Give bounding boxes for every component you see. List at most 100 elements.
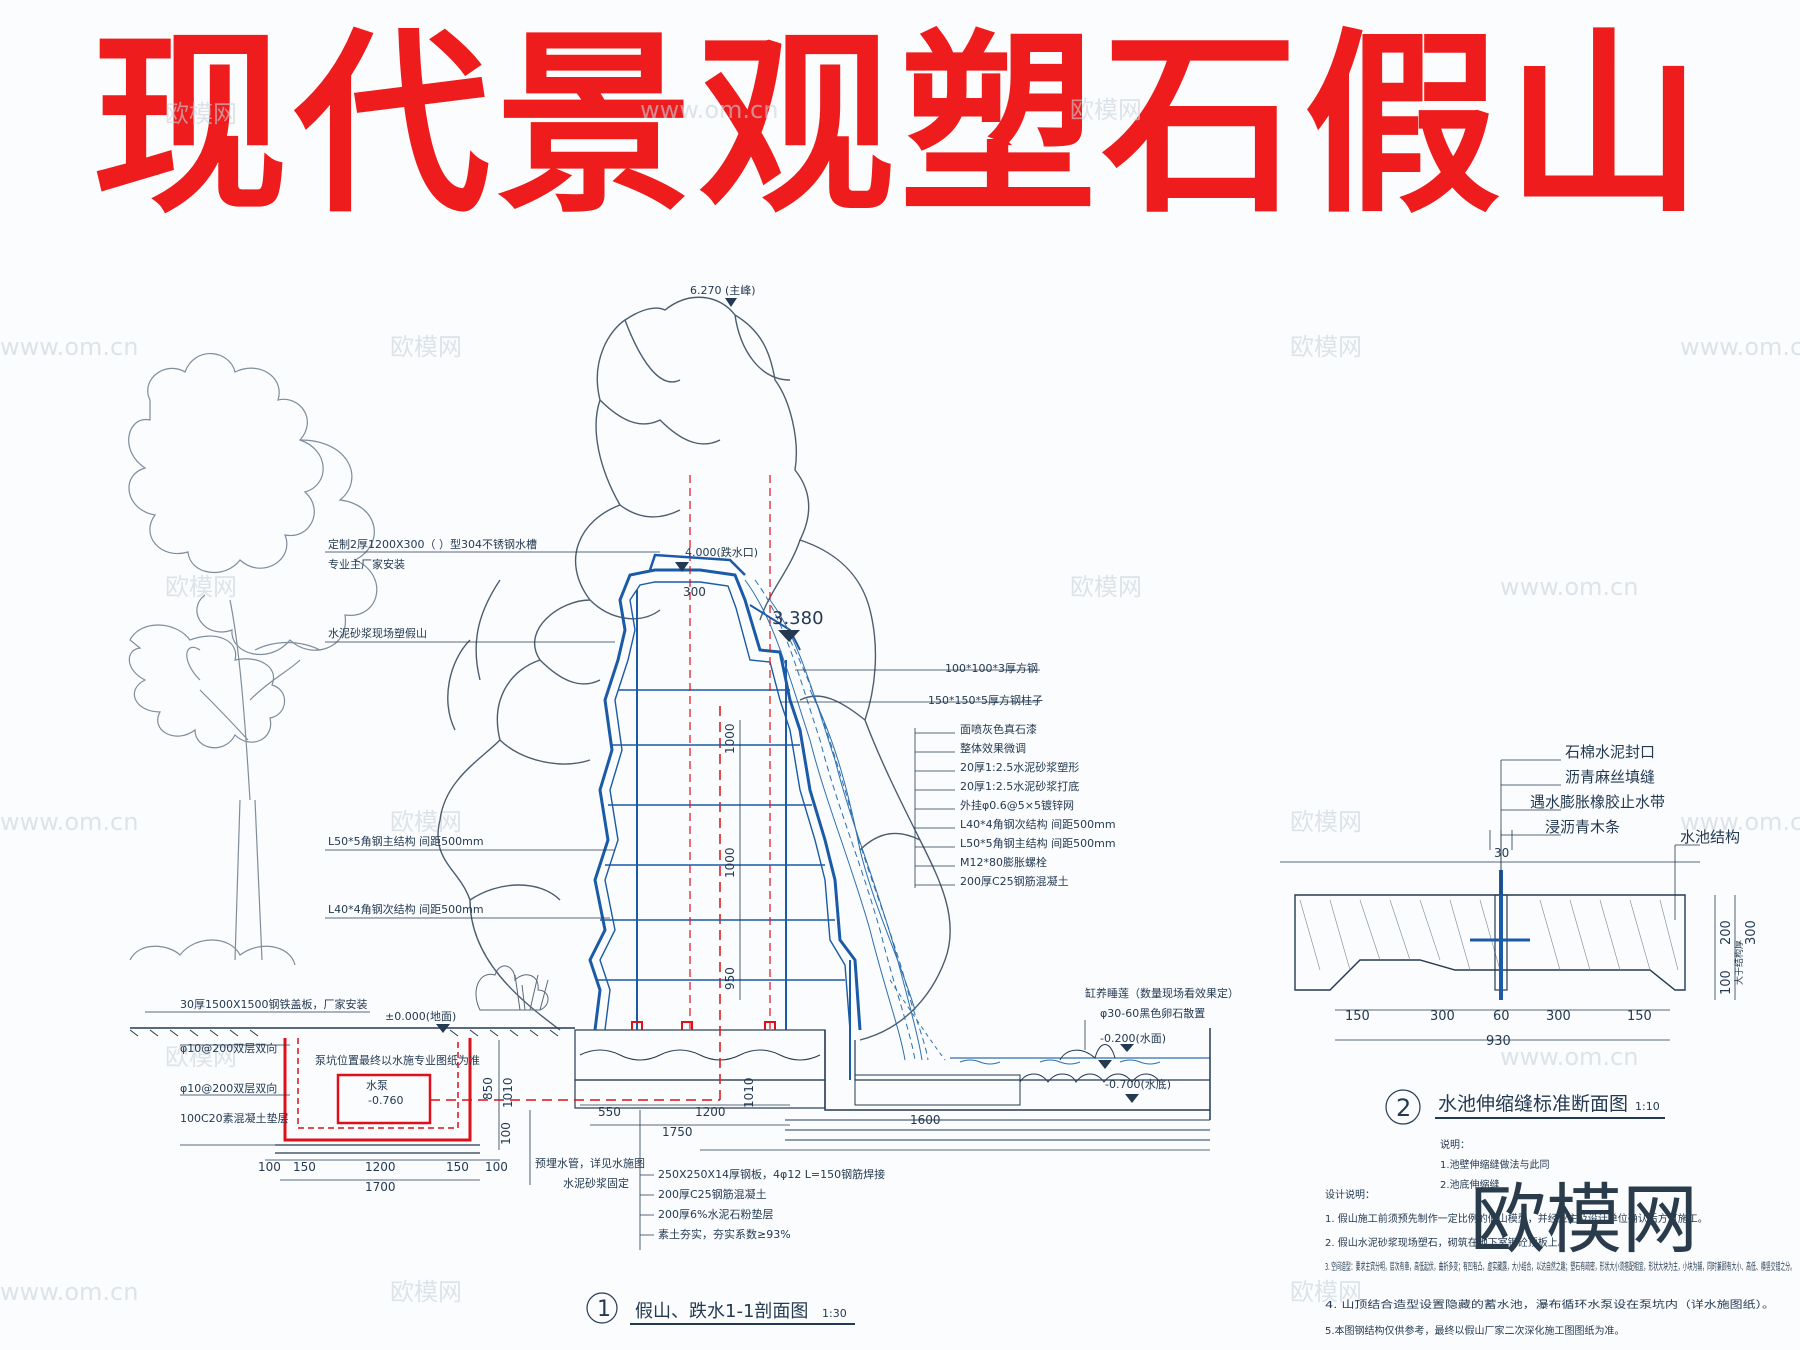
rockery-outline (437, 296, 951, 1041)
section1-dimensions: 1000 1000 950 850 1010 1010 100 300 550 … (258, 585, 941, 1194)
pump-pit (275, 700, 721, 1154)
watermark: www.om.cn (1500, 1043, 1638, 1071)
steel-frame (588, 475, 862, 1080)
dim-vertical: 1010 (742, 1077, 756, 1108)
design-note: 4. 山顶结合造型设置隐藏的蓄水池，瀑布循环水泵设在泵坑内（详水施图纸）。 (1325, 1298, 1775, 1311)
elevation-outlet: 4.000(跌水口) (685, 545, 758, 559)
caption-title: 水池伸缩缝标准断面图 (1438, 1093, 1628, 1115)
label-cover-plate: 30厚1500X1500钢铁盖板，厂家安装 (180, 997, 368, 1011)
label-square-steel: 100*100*3厚方钢 (945, 661, 1038, 675)
note-item: 2.池底伸缩缝 (1440, 1178, 1500, 1191)
dim-total: 930 (1486, 1034, 1511, 1049)
design-notes-heading: 设计说明： (1325, 1188, 1375, 1201)
label-water-lily: 缸养睡莲（数量现场看效果定） (1085, 986, 1239, 1000)
bottom-label: 250X250X14厚钢板，4φ12 L=150钢筋焊接 (658, 1167, 885, 1181)
layer-label: M12*80膨胀螺栓 (960, 855, 1047, 869)
dim-horizontal: 1750 (662, 1125, 693, 1139)
elevation-markers (436, 298, 1139, 1103)
layer-label: 20厚1:2.5水泥砂浆塑形 (960, 760, 1079, 774)
dim-horizontal: 1700 (365, 1180, 396, 1194)
dim-horizontal: 100 (258, 1160, 281, 1174)
elevation-bottom: -0.700(水底) (1105, 1077, 1171, 1091)
dim-horizontal: 1600 (910, 1113, 941, 1127)
label-mortar-fix: 水泥砂浆固定 (563, 1176, 629, 1190)
watermark: 欧模网 (1070, 573, 1142, 601)
design-note: 3. 空间造型：要求主宾分明，层次有章，高低起伏，曲折多变；有凹有凸，虚实藏露，… (1325, 1260, 1795, 1273)
elevation-pump: -0.760 (368, 1094, 403, 1107)
label-pump: 水泵 (366, 1079, 388, 1092)
caption-scale: 1:30 (822, 1307, 847, 1320)
dim-vertical: 850 (481, 1077, 495, 1100)
section1-dim-lines (265, 720, 1210, 1181)
right-note: 大于结构厚 (1733, 940, 1745, 985)
section1-pit-labels: 泵坑位置最终以水施专业图纸为准 水泵 预埋水管，详见水施图 水泥砂浆固定 250… (315, 1053, 885, 1241)
label-steel-trough: 定制2厚1200X300（ ）型304不锈钢水槽 (328, 537, 537, 551)
dim-right: 100 (1719, 970, 1734, 995)
section2-detail (1280, 759, 1736, 1041)
watermark: 欧模网 (1070, 96, 1142, 124)
caption-scale: 1:10 (1635, 1100, 1660, 1113)
dim-vertical: 1000 (723, 847, 737, 878)
dim-bottom: 150 (1627, 1009, 1652, 1024)
label-filler: 沥青麻丝填缝 (1565, 768, 1655, 786)
brand-watermark: 欧模网 (1470, 1175, 1698, 1264)
section2-labels: 石棉水泥封口 沥青麻丝填缝 遇水膨胀橡胶止水带 浸沥青木条 水池结构 30 15… (1345, 743, 1759, 1049)
layer-label: 20厚1:2.5水泥砂浆打底 (960, 779, 1079, 793)
notes-heading: 说明： (1440, 1138, 1470, 1151)
elevation-water: -0.200(水面) (1100, 1032, 1166, 1045)
dim-horizontal: 1200 (365, 1160, 396, 1174)
ground-lines (129, 965, 1211, 1141)
section1-caption: 1 假山、跌水1-1剖面图 1:30 (586, 1292, 855, 1325)
label-install: 专业主厂家安装 (328, 557, 405, 571)
layer-label: 面喷灰色真石漆 (960, 722, 1037, 736)
caption-number: 2 (1396, 1094, 1411, 1122)
label-column: 150*150*5厚方钢柱子 (928, 693, 1043, 707)
dim-right: 300 (1744, 920, 1759, 945)
bottom-label: 200厚6%水泥石粉垫层 (658, 1207, 773, 1221)
label-wood-strip: 浸沥青木条 (1545, 818, 1620, 836)
label-pump-pit: 泵坑位置最终以水施专业图纸为准 (315, 1053, 480, 1067)
design-note: 1. 假山施工前须预先制作一定比例的假山模型，并经业主及设计单位确认后方可施工。 (1325, 1212, 1708, 1225)
elevation-labels: 6.270 (主峰) 4.000(跌水口) 3.380 ±0.000(地面) -… (368, 284, 1171, 1107)
design-note: 5.本图钢结构仅供参考，最终以假山厂家二次深化施工图图纸为准。 (1325, 1324, 1625, 1337)
section2-caption: 2 水池伸缩缝标准断面图 1:10 说明： 1.池壁伸缩缝做法与此同 2.池底伸… (1385, 1089, 1665, 1191)
watermark: www.om.cn (0, 1278, 138, 1306)
dim-vertical: 100 (499, 1122, 513, 1145)
watermark: 欧模网 (165, 573, 237, 601)
dim-horizontal: 1200 (695, 1105, 726, 1119)
layer-label: 外挂φ0.6@5×5镀锌网 (960, 798, 1074, 812)
dim-horizontal: 150 (293, 1160, 316, 1174)
watermark-layer: 欧模网 www.om.cn 欧模网 欧模网 欧模网 www.om.cn www.… (0, 96, 1800, 1306)
dim-bottom: 150 (1345, 1009, 1370, 1024)
dim-top: 30 (1494, 846, 1509, 860)
section1-left-labels: 定制2厚1200X300（ ）型304不锈钢水槽 专业主厂家安装 水泥砂浆现场塑… (180, 537, 537, 1125)
label-pebbles: φ30-60黑色卵石散置 (1100, 1006, 1205, 1020)
label-mortar: 水泥砂浆现场塑假山 (328, 626, 427, 640)
label-rebar-1: φ10@200双层双向 (180, 1041, 277, 1055)
layer-label: L50*5角钢主结构 间距500mm (960, 836, 1116, 850)
watermark: 欧模网 (165, 100, 237, 128)
dim-bottom: 300 (1546, 1009, 1571, 1024)
watermark: 欧模网 (1290, 333, 1362, 361)
watermark: www.om.cn (1680, 333, 1800, 361)
note-item: 1.池壁伸缩缝做法与此同 (1440, 1158, 1550, 1171)
elevation-mid: 3.380 (772, 608, 824, 629)
watermark: www.om.cn (1680, 808, 1800, 836)
watermark: 欧模网 (390, 333, 462, 361)
dim-vertical: 1000 (723, 723, 737, 754)
dim-horizontal: 300 (683, 585, 706, 599)
label-secondary-angle: L40*4角钢次结构 间距500mm (328, 902, 484, 916)
tree-outline (128, 353, 378, 966)
watermark: www.om.cn (0, 808, 138, 836)
waterfall (744, 579, 946, 1061)
label-pipe: 预埋水管，详见水施图 (535, 1156, 645, 1170)
bottom-label: 素土夯实，夯实系数≥93% (658, 1227, 791, 1241)
dim-right: 200 (1719, 920, 1734, 945)
dim-horizontal: 150 (446, 1160, 469, 1174)
dim-vertical: 1010 (501, 1077, 515, 1108)
dim-bottom: 60 (1493, 1009, 1510, 1024)
design-note: 2. 假山水泥砂浆现场塑石，砌筑在地下室钢砼顶板上。 (1325, 1236, 1568, 1249)
label-main-angle: L50*5角钢主结构 间距500mm (328, 834, 484, 848)
label-waterstop: 遇水膨胀橡胶止水带 (1530, 793, 1665, 811)
